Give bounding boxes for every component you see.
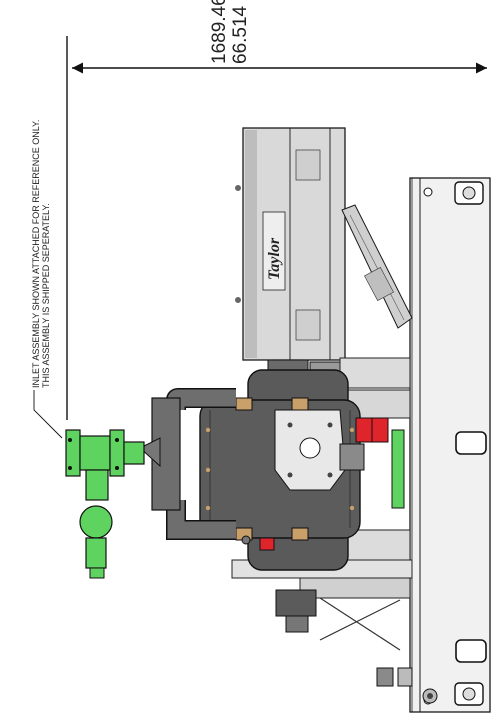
green-band bbox=[391, 429, 405, 509]
leader-line bbox=[33, 390, 63, 439]
mount-bolt-icon bbox=[376, 667, 413, 687]
pump-body bbox=[199, 369, 365, 571]
overall-dimension: 1689.46 mm 66.514 in bbox=[66, 0, 487, 420]
belt-guard bbox=[341, 204, 413, 329]
inlet-note: INLET ASSEMBLY SHOWN ATTACHED FOR REFERE… bbox=[31, 120, 63, 439]
inlet-assembly bbox=[65, 429, 145, 579]
motor: Taylor bbox=[235, 127, 346, 361]
dimension-imperial: 66.514 in bbox=[230, 0, 251, 64]
base-frame bbox=[409, 177, 491, 713]
corner-bolt-icon bbox=[422, 688, 438, 704]
frame-slot-icon bbox=[455, 431, 487, 455]
suction-piping bbox=[139, 388, 236, 540]
frame-slot-icon bbox=[455, 639, 487, 663]
flange-tan bbox=[291, 397, 309, 411]
brand-logo: Taylor bbox=[266, 237, 283, 280]
flange-tan bbox=[291, 527, 309, 541]
flange-tan bbox=[235, 397, 253, 411]
note-line-2: THIS ASSEMBLY IS SHIPPED SEPERATELY. bbox=[41, 203, 51, 388]
lower-flange bbox=[241, 535, 317, 633]
dimension-metric: 1689.46 mm bbox=[209, 0, 230, 64]
frame-bolt-icon bbox=[454, 181, 484, 205]
note-line-1: INLET ASSEMBLY SHOWN ATTACHED FOR REFERE… bbox=[31, 120, 41, 388]
motor-nameplate bbox=[262, 211, 286, 291]
frame-bolt-icon bbox=[454, 682, 484, 706]
red-valve bbox=[259, 417, 389, 551]
